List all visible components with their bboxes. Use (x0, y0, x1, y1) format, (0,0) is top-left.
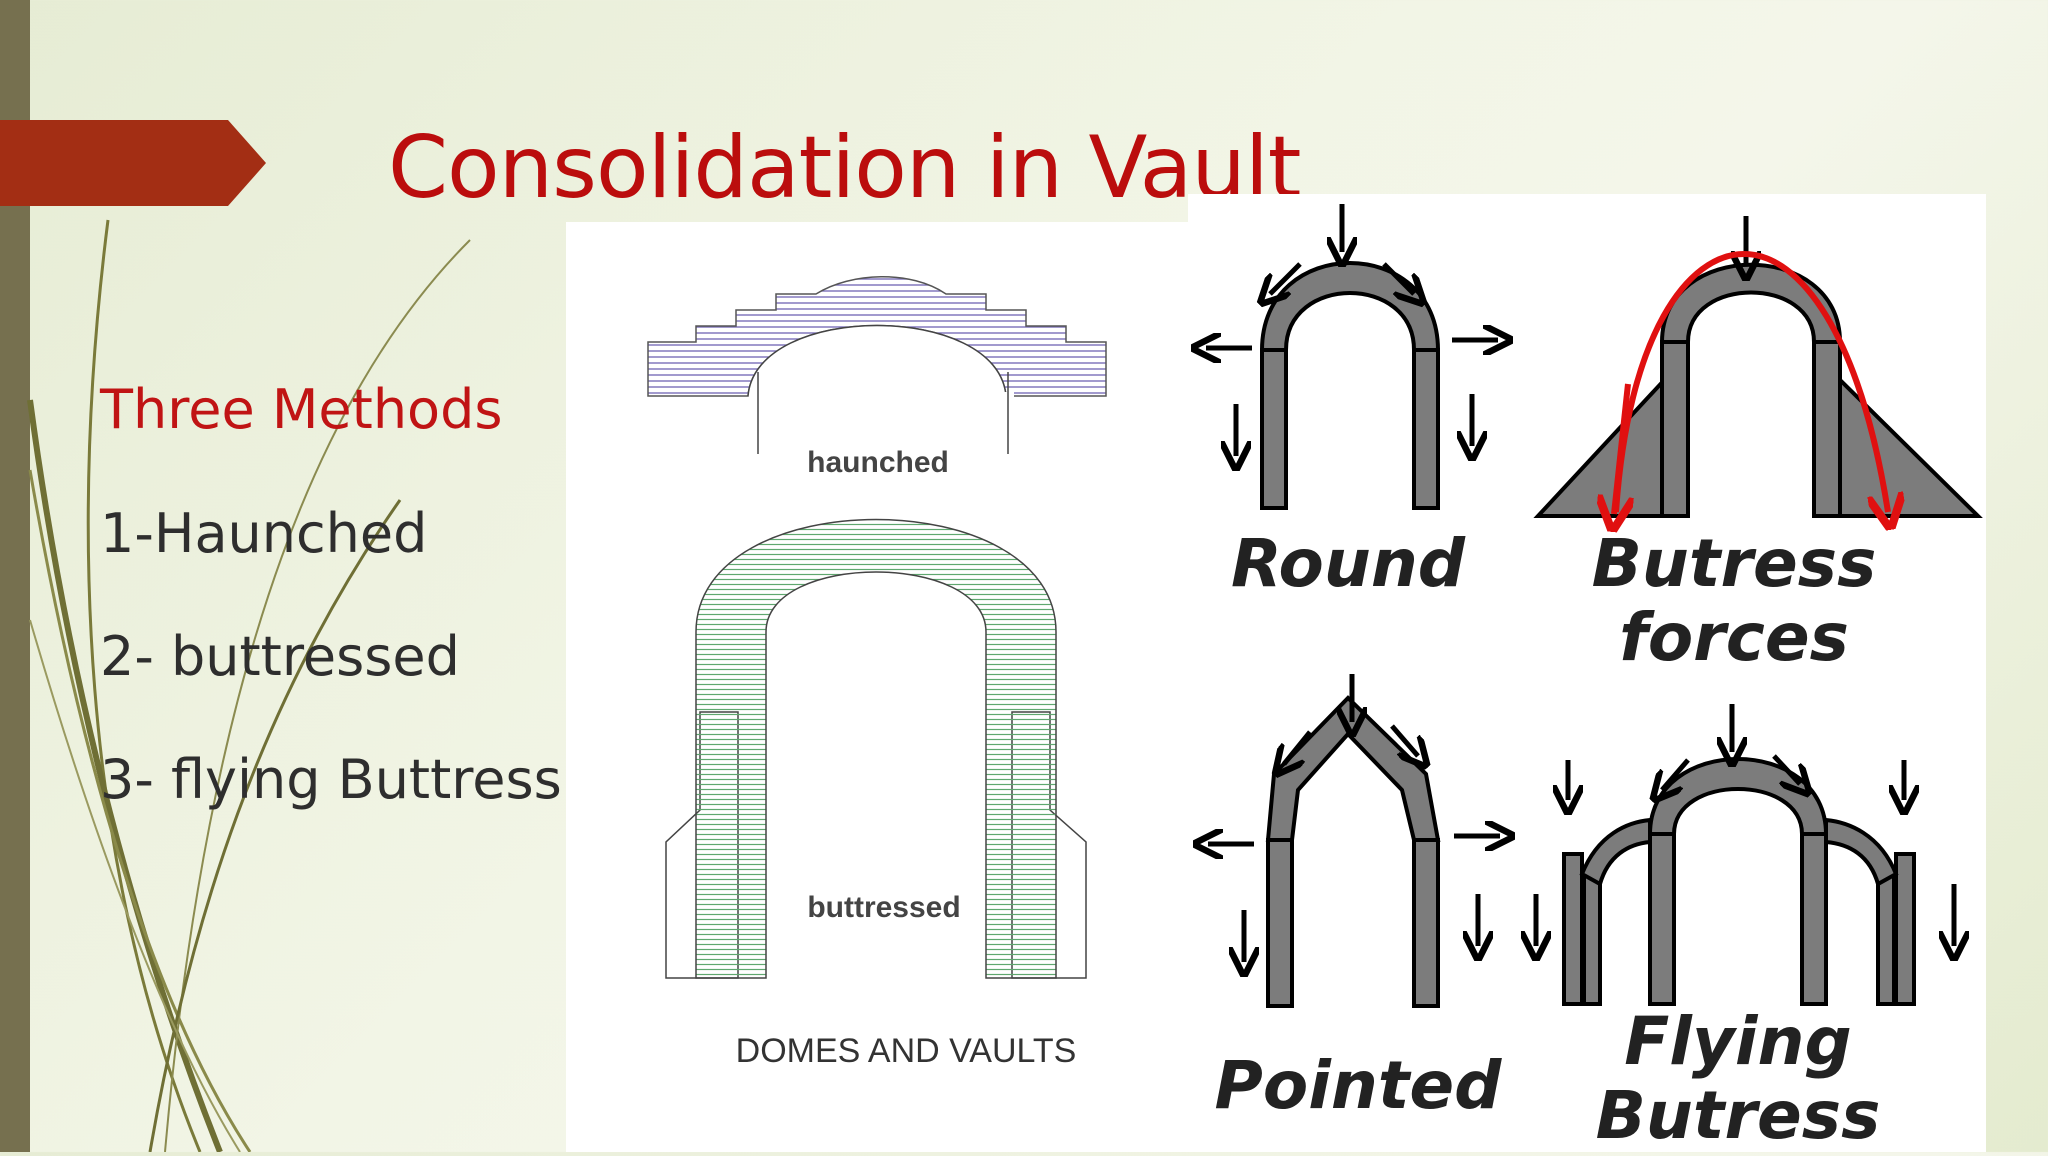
round-arch-diagram (1206, 204, 1498, 510)
buttressed-arch-diagram (665, 518, 1087, 979)
haunched-arch-diagram (647, 276, 1107, 450)
label-butress: Butress (1592, 525, 1877, 602)
method-item-haunched: 1-Haunched (100, 502, 428, 565)
caption-domes-and-vaults: DOMES AND VAULTS (736, 1032, 1077, 1070)
label-round: Round (1231, 525, 1466, 602)
label-forces: forces (1619, 599, 1849, 676)
label-haunched: haunched (807, 446, 949, 479)
title-arrow-shape (0, 120, 266, 206)
label-buttressed: buttressed (807, 891, 960, 924)
arch-forces-figure: Round Butress forces (1188, 194, 1986, 1154)
method-item-flying-buttress: 3- flying Buttress (100, 748, 562, 811)
label-pointed: Pointed (1215, 1047, 1503, 1124)
butress-forces-diagram (1533, 216, 1983, 516)
pointed-arch-diagram (1208, 674, 1536, 1008)
label-flying: Flying (1624, 1003, 1852, 1080)
flying-butress-diagram (1564, 704, 1954, 1006)
decorative-curves (27, 219, 471, 1152)
subtitle-three-methods: Three Methods (100, 378, 503, 441)
method-item-buttressed: 2- buttressed (100, 625, 460, 688)
slide-title: Consolidation in Vault (388, 118, 1301, 218)
domes-and-vaults-figure: haunched buttressed DOMES AND VAULTS (566, 222, 1191, 1152)
label-flying-butress: Butress (1596, 1077, 1881, 1152)
